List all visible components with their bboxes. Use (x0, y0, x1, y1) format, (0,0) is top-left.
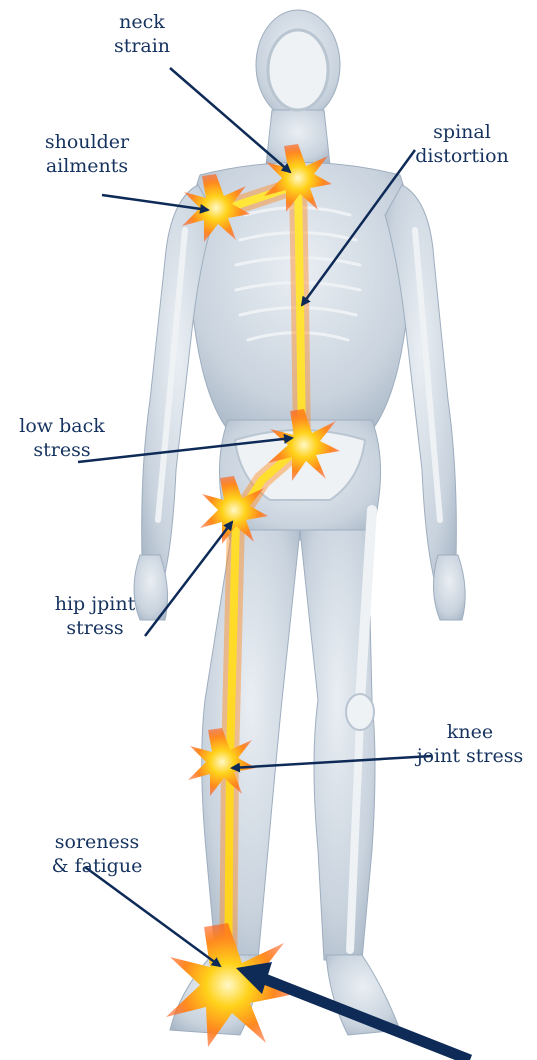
label-shoulder-ailments: shoulder ailments (32, 130, 142, 178)
label-low-back-stress: low back stress (8, 414, 116, 462)
label-neck-strain: neck strain (102, 10, 182, 58)
label-hip-joint-stress: hip jpint stress (40, 592, 150, 640)
label-spinal-distortion: spinal distortion (402, 120, 522, 168)
label-soreness-fatigue: soreness & fatigue (38, 830, 156, 878)
label-knee-joint-stress: knee joint stress (410, 720, 530, 768)
arrow-soreness (85, 867, 220, 966)
